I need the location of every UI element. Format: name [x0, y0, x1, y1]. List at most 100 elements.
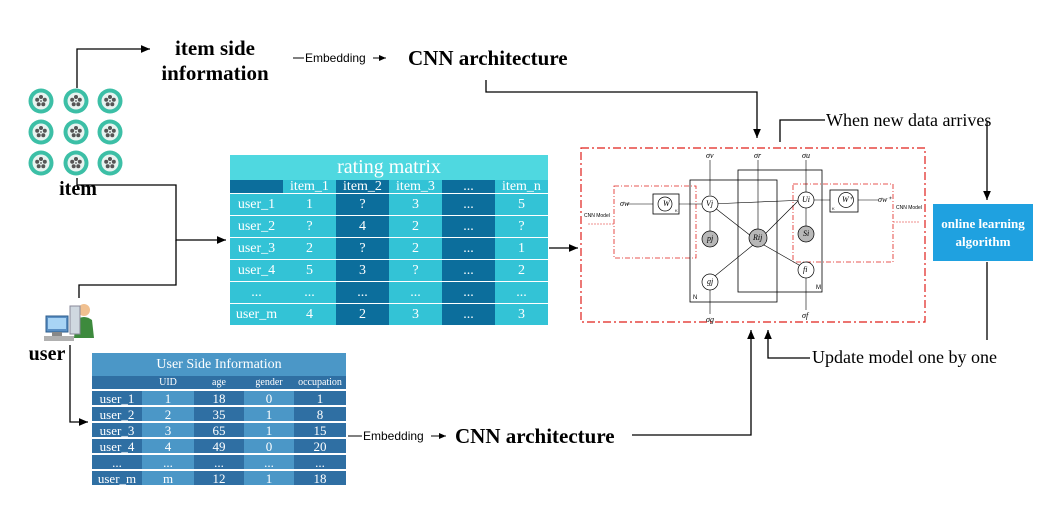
online-learning-line2: algorithm — [955, 233, 1011, 249]
row-label: user_1 — [230, 193, 283, 215]
table-cell: 65 — [194, 422, 244, 438]
svg-text:K: K — [675, 208, 678, 213]
row-label: user_3 — [92, 422, 142, 438]
rating-matrix-title: rating matrix — [230, 155, 548, 180]
svg-text:σv: σv — [706, 151, 714, 160]
table-cell: ... — [283, 281, 336, 303]
table-cell: ... — [442, 237, 495, 259]
row-label: user_1 — [92, 390, 142, 406]
column-header: item_1 — [290, 180, 329, 193]
svg-text:Vj: Vj — [706, 199, 714, 208]
table-cell: ... — [442, 193, 495, 215]
node-V — [701, 195, 719, 213]
table-cell: m — [142, 470, 194, 486]
film-reel-icon — [63, 119, 89, 145]
w-left-label: W — [663, 199, 671, 208]
table-cell: 18 — [294, 470, 346, 486]
item-icons — [28, 88, 123, 176]
user-side-info-table: User Side Information UID age gender occ… — [92, 353, 346, 491]
svg-text:σu: σu — [802, 151, 810, 160]
column-header: UID — [159, 377, 177, 388]
row-label: user_2 — [92, 406, 142, 422]
table-cell: ... — [142, 454, 194, 470]
model-diagram: N M W K W⁺ K Vj pj Rij Ui Si gj fi σv σr — [580, 147, 926, 324]
table-cell: 20 — [294, 438, 346, 454]
table-cell: ... — [244, 454, 294, 470]
table-cell: ... — [389, 281, 442, 303]
online-learning-line1: online learning — [941, 215, 1025, 231]
table-cell: 5 — [283, 259, 336, 281]
row-label: user_2 — [230, 215, 283, 237]
svg-text:pj: pj — [706, 234, 714, 243]
svg-text:Si: Si — [803, 229, 809, 238]
table-cell: 12 — [194, 470, 244, 486]
svg-text:σf: σf — [802, 311, 810, 320]
row-label: user_4 — [92, 438, 142, 454]
table-cell: 18 — [194, 390, 244, 406]
table-cell: 2 — [495, 259, 548, 281]
node-U — [797, 191, 815, 209]
user-side-info-title: User Side Information — [92, 353, 346, 376]
film-reel-icon — [28, 88, 54, 114]
table-cell: 2 — [336, 303, 389, 325]
table-cell: 5 — [495, 193, 548, 215]
node-f — [797, 261, 815, 279]
user-computer-icon — [44, 304, 94, 341]
row-label: user_3 — [230, 237, 283, 259]
node-S — [797, 225, 815, 243]
svg-text:K: K — [832, 206, 835, 211]
table-cell: 4 — [142, 438, 194, 454]
table-cell: 0 — [244, 390, 294, 406]
svg-text:Rij: Rij — [752, 233, 763, 242]
table-cell: 1 — [294, 390, 346, 406]
arrow-user-to-matrix — [78, 240, 177, 298]
table-cell: 3 — [142, 422, 194, 438]
row-label: user_4 — [230, 259, 283, 281]
arrow-cnn-to-model — [485, 80, 761, 138]
svg-text:gj: gj — [707, 277, 714, 286]
svg-text:σr: σr — [754, 151, 762, 160]
table-cell: ... — [442, 281, 495, 303]
table-cell: ? — [389, 259, 442, 281]
film-reel-icon — [97, 150, 123, 176]
model-dashed-border — [580, 147, 926, 323]
plate-N-label: N — [693, 295, 697, 301]
w-box-right — [829, 189, 859, 213]
user-embedding-label: Embedding — [363, 429, 424, 443]
table-cell: 3 — [495, 303, 548, 325]
arrow-item-to-side-info — [76, 45, 150, 88]
table-cell: 2 — [389, 215, 442, 237]
table-cell: ... — [442, 215, 495, 237]
row-label: user_m — [92, 470, 142, 486]
table-cell: 3 — [389, 193, 442, 215]
row-label: user_m — [230, 303, 283, 325]
column-header: gender — [255, 377, 283, 388]
table-cell: 35 — [194, 406, 244, 422]
table-cell: 2 — [389, 237, 442, 259]
column-header: age — [212, 377, 226, 388]
table-cell: 2 — [142, 406, 194, 422]
film-reel-icon — [28, 119, 54, 145]
table-cell: 4 — [336, 215, 389, 237]
table-cell: ... — [194, 454, 244, 470]
table-cell: ? — [283, 215, 336, 237]
svg-text:σw⁺: σw⁺ — [878, 195, 892, 204]
node-R — [748, 228, 768, 248]
svg-text:Ui: Ui — [802, 195, 810, 204]
item-side-info-title: item side information — [150, 36, 280, 86]
svg-text:fi: fi — [803, 265, 807, 274]
film-reel-icon — [97, 119, 123, 145]
plate-M — [737, 169, 823, 293]
table-cell: 3 — [389, 303, 442, 325]
table-cell: 1 — [244, 422, 294, 438]
column-header: item_n — [502, 180, 541, 193]
table-cell: ... — [495, 281, 548, 303]
item-label: item — [59, 178, 97, 200]
column-header: ... — [463, 180, 474, 193]
table-cell: 1 — [142, 390, 194, 406]
film-reel-icon — [97, 88, 123, 114]
arrow-user-to-side-info — [69, 345, 88, 426]
online-learning-box: online learning algorithm — [933, 204, 1033, 261]
item-embedding-label: Embedding — [305, 51, 366, 65]
table-cell: ... — [442, 259, 495, 281]
